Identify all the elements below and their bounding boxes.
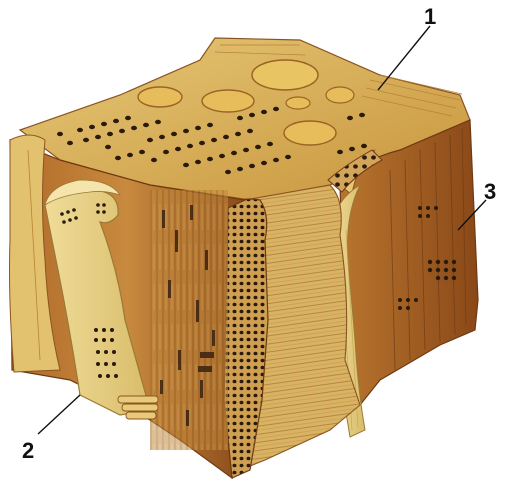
callout-label-2: 2 bbox=[22, 440, 34, 462]
callout-label-1: 1 bbox=[424, 6, 436, 28]
callout-label-3: 3 bbox=[484, 181, 496, 203]
leader-line-2 bbox=[38, 395, 80, 434]
